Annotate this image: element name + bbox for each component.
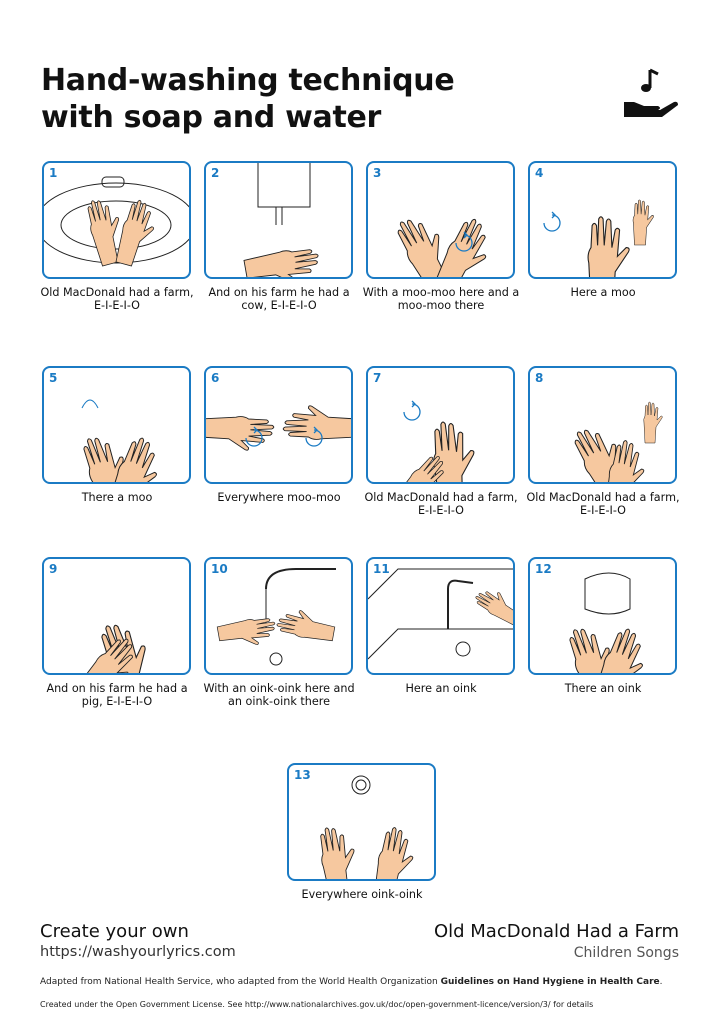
step-caption: Old MacDonald had a farm, E-I-E-I-O (40, 286, 194, 312)
step-illustration: 13 (287, 763, 436, 881)
step-9: 9 And on his farm he had a pig, E-I-E-I-… (42, 557, 191, 708)
page-title: Hand-washing technique with soap and wat… (41, 62, 455, 136)
hand-washing-wrist-icon (73, 624, 151, 673)
step-12: 12 There an oink (528, 557, 677, 695)
hand-washing-done-icon (320, 775, 414, 879)
step-number: 7 (373, 371, 382, 385)
step-illustration: 6 (204, 366, 353, 484)
step-2: 2 And on his farm he had a cow, E-I-E-I-… (204, 161, 353, 312)
step-number: 5 (49, 371, 58, 385)
step-7: 7 Old MacDonald had a farm, E-I-E-I-O (364, 366, 518, 517)
song-artist: Children Songs (573, 945, 679, 961)
hand-washing-tap-icon (368, 568, 513, 660)
step-caption: And on his farm he had a pig, E-I-E-I-O (46, 682, 188, 708)
step-illustration: 7 (366, 366, 515, 484)
step-1: 1 Old MacDonald had a farm, E-I-E-I-O (40, 161, 194, 312)
step-illustration: 11 (366, 557, 515, 675)
hand-washing-palms-icon (397, 218, 487, 277)
hand-washing-tips-icon (574, 401, 663, 482)
step-caption: There a moo (81, 491, 153, 504)
step-number: 6 (211, 371, 220, 385)
step-number: 10 (211, 562, 228, 576)
hand-washing-towel-icon (569, 572, 643, 673)
hand-washing-fingers-icon (206, 405, 351, 451)
step-illustration: 1 (42, 161, 191, 279)
step-number: 3 (373, 166, 382, 180)
license-note: Created under the Open Government Licens… (40, 1000, 594, 1009)
attribution-guidelines: Guidelines on Hand Hygiene in Health Car… (440, 977, 660, 987)
step-illustration: 10 (204, 557, 353, 675)
step-caption: Everywhere moo-moo (217, 491, 341, 504)
step-13: 13 Everywhere oink-oink (287, 763, 436, 901)
step-6: 6 Everywhere moo-moo (204, 366, 353, 504)
song-title: Old MacDonald Had a Farm (433, 921, 679, 942)
step-illustration: 5 (42, 366, 191, 484)
hand-washing-sink-icon (44, 176, 189, 267)
step-caption: Old MacDonald had a farm, E-I-E-I-O (364, 491, 518, 517)
step-number: 12 (535, 562, 552, 576)
step-illustration: 4 (528, 161, 677, 279)
step-4: 4 Here a moo (528, 161, 677, 299)
step-number: 1 (49, 166, 58, 180)
hand-washing-soap-icon (243, 163, 319, 277)
attribution-end: . (659, 977, 663, 987)
hand-washing-backs-icon (543, 199, 654, 277)
create-your-own-heading: Create your own (40, 921, 189, 942)
website-link[interactable]: https://washyourlyrics.com (40, 944, 236, 960)
attribution: Adapted from National Health Service, wh… (40, 977, 680, 988)
step-10: 10 With an oink-oink here and an oink-oi… (203, 557, 355, 708)
step-number: 9 (49, 562, 58, 576)
title-line-2: with soap and water (41, 100, 382, 135)
step-number: 2 (211, 166, 220, 180)
hand-washing-rinse-icon (216, 568, 336, 666)
step-illustration: 8 (528, 366, 677, 484)
attribution-text: Adapted from National Health Service, wh… (40, 977, 441, 987)
step-caption: With a moo-moo here and a moo-moo there (362, 286, 520, 312)
step-caption: Here a moo (570, 286, 636, 299)
step-caption: Everywhere oink-oink (301, 888, 423, 901)
step-number: 4 (535, 166, 544, 180)
step-3: 3 With a moo-moo here and a moo-moo ther… (363, 161, 519, 312)
step-8: 8 Old MacDonald had a farm, E-I-E-I-O (526, 366, 680, 517)
step-illustration: 9 (42, 557, 191, 675)
hand-with-music-note-icon (624, 68, 678, 117)
step-5: 5 There a moo (42, 366, 191, 504)
step-caption: There an oink (564, 682, 642, 695)
step-illustration: 3 (366, 161, 515, 279)
step-illustration: 12 (528, 557, 677, 675)
hand-washing-thumb-icon (390, 400, 475, 482)
step-number: 8 (535, 371, 544, 385)
step-number: 11 (373, 562, 390, 576)
step-caption: And on his farm he had a cow, E-I-E-I-O (208, 286, 350, 312)
step-caption: Old MacDonald had a farm, E-I-E-I-O (526, 491, 680, 517)
step-11: 11 Here an oink (366, 557, 515, 695)
step-caption: With an oink-oink here and an oink-oink … (203, 682, 355, 708)
hand-washing-interlace-icon (81, 399, 157, 482)
step-caption: Here an oink (405, 682, 477, 695)
title-line-1: Hand-washing technique (41, 63, 455, 98)
step-illustration: 2 (204, 161, 353, 279)
step-number: 13 (294, 768, 311, 782)
